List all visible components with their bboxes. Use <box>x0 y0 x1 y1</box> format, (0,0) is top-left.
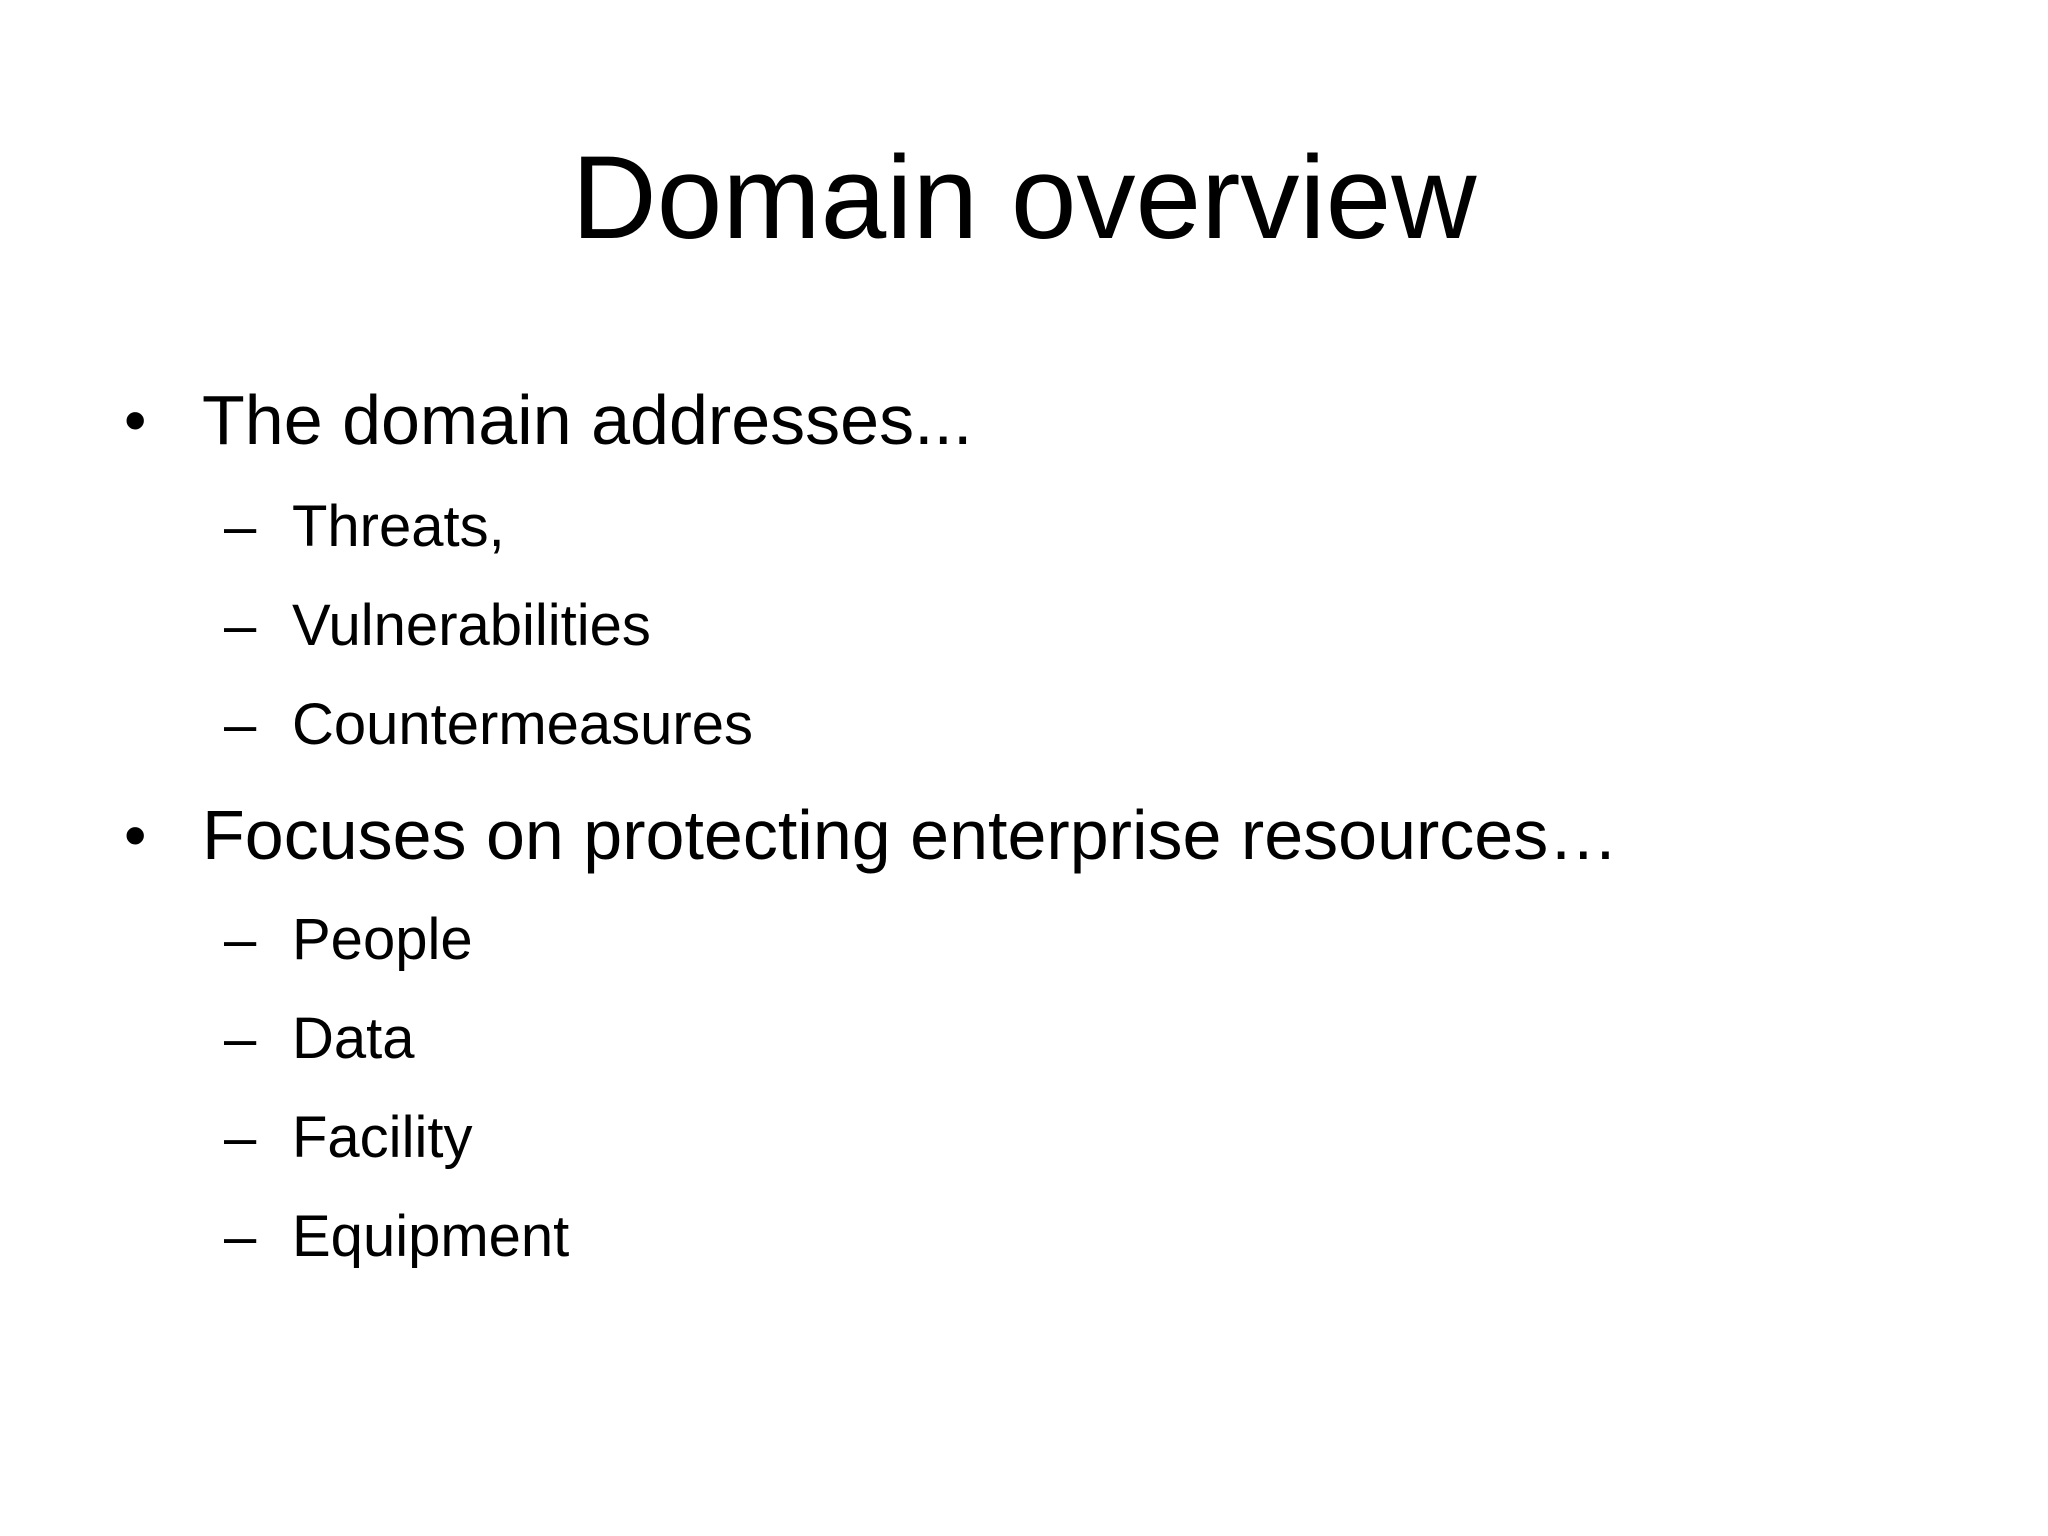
dash-marker: – <box>224 1006 257 1071</box>
dash-marker: – <box>224 1105 257 1170</box>
slide-title: Domain overview <box>571 132 1477 264</box>
sub-bullet-text: People <box>292 907 473 972</box>
sub-bullet-text: Equipment <box>292 1204 570 1269</box>
sub-bullet-text: Facility <box>292 1105 473 1170</box>
dash-marker: – <box>224 494 257 559</box>
dash-marker: – <box>224 907 257 972</box>
sub-bullet-text: Threats, <box>292 494 505 559</box>
sub-bullet-text: Countermeasures <box>292 692 753 757</box>
bullet-marker: • <box>124 799 147 871</box>
dash-marker: – <box>224 593 257 658</box>
dash-marker: – <box>224 1204 257 1269</box>
bullet-text: Focuses on protecting enterprise resourc… <box>202 796 1619 874</box>
bullet-marker: • <box>124 384 147 456</box>
sub-bullet-text: Vulnerabilities <box>292 593 651 658</box>
dash-marker: – <box>224 692 257 757</box>
sub-bullet-text: Data <box>292 1006 415 1071</box>
bullet-text: The domain addresses... <box>202 381 973 459</box>
